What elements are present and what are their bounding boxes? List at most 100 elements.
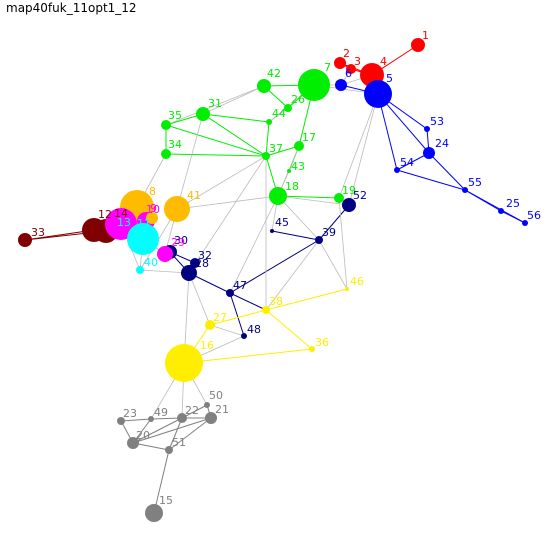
edge-31-41 (176, 113, 204, 210)
node-label-43: 43 (291, 160, 305, 173)
node-11[interactable] (127, 223, 159, 255)
node-36[interactable] (309, 346, 315, 352)
node-5[interactable] (364, 80, 392, 108)
node-26[interactable] (284, 104, 292, 112)
node-22[interactable] (177, 413, 187, 423)
edge-5-52 (348, 93, 379, 206)
node-label-40: 40 (144, 256, 158, 269)
node-label-33: 33 (31, 226, 45, 239)
node-label-21: 21 (215, 403, 229, 416)
node-label-28: 28 (195, 257, 209, 270)
node-label-22: 22 (185, 404, 199, 417)
edge-31-37 (202, 113, 267, 157)
node-label-11: 11 (137, 217, 151, 230)
edge-51-15 (153, 449, 170, 514)
node-56[interactable] (522, 220, 528, 226)
edge-47-48 (229, 292, 245, 337)
node-label-6: 6 (345, 67, 352, 80)
node-23[interactable] (117, 417, 125, 425)
node-label-18: 18 (285, 180, 299, 193)
node-label-13: 13 (117, 216, 131, 229)
node-label-26: 26 (291, 93, 305, 106)
node-15[interactable] (145, 504, 163, 522)
edge-20-22 (132, 417, 183, 444)
edge-18-52 (277, 195, 350, 206)
node-label-50: 50 (209, 389, 223, 402)
node-7[interactable] (298, 69, 330, 101)
edge-16-36 (183, 348, 313, 364)
node-55[interactable] (462, 187, 468, 193)
edge-5-19 (338, 93, 379, 199)
node-38[interactable] (262, 306, 270, 314)
edge-38-36 (265, 309, 313, 350)
node-54[interactable] (394, 167, 400, 173)
node-19[interactable] (334, 193, 344, 203)
node-label-27: 27 (213, 311, 227, 324)
node-21[interactable] (205, 412, 217, 424)
node-32[interactable] (190, 258, 200, 268)
node-47[interactable] (226, 289, 234, 297)
node-label-51: 51 (172, 436, 186, 449)
node-17[interactable] (294, 141, 304, 151)
node-53[interactable] (424, 126, 430, 132)
node-label-45: 45 (275, 216, 289, 229)
node-1[interactable] (411, 38, 425, 52)
node-40[interactable] (136, 266, 144, 274)
node-28[interactable] (181, 265, 197, 281)
edge-31-44 (202, 113, 270, 123)
node-20[interactable] (127, 437, 139, 449)
node-34[interactable] (161, 149, 171, 159)
node-39[interactable] (315, 236, 323, 244)
node-42[interactable] (257, 79, 271, 93)
edge-46-38 (265, 288, 348, 311)
node-label-37: 37 (269, 142, 283, 155)
node-37[interactable] (262, 152, 270, 160)
node-9[interactable] (146, 212, 158, 224)
node-3[interactable] (346, 64, 356, 74)
node-2[interactable] (334, 57, 346, 69)
node-18[interactable] (269, 187, 287, 205)
node-33[interactable] (18, 233, 32, 247)
node-35[interactable] (161, 120, 171, 130)
node-49[interactable] (148, 416, 154, 422)
node-label-15: 15 (159, 494, 173, 507)
edge-39-38 (265, 239, 320, 311)
node-43[interactable] (287, 169, 291, 173)
node-label-48: 48 (247, 323, 261, 336)
node-label-7: 7 (324, 61, 331, 74)
node-46[interactable] (345, 287, 349, 291)
edge-27-48 (209, 324, 245, 337)
node-24[interactable] (423, 147, 435, 159)
node-29[interactable] (157, 246, 173, 262)
edge-19-46 (338, 197, 348, 290)
node-label-25: 25 (506, 197, 520, 210)
node-label-55: 55 (468, 176, 482, 189)
node-44[interactable] (266, 119, 272, 125)
edge-34-37 (165, 153, 267, 157)
node-27[interactable] (205, 320, 215, 330)
node-label-42: 42 (267, 67, 281, 80)
node-label-10: 10 (146, 203, 160, 216)
node-label-38: 38 (269, 295, 283, 308)
edge-39-46 (318, 239, 348, 290)
node-48[interactable] (241, 333, 247, 339)
edge-49-22 (150, 417, 183, 420)
node-label-52: 52 (353, 189, 367, 202)
edge-21-20 (132, 417, 212, 444)
node-label-54: 54 (400, 156, 414, 169)
node-45[interactable] (270, 229, 274, 233)
node-41[interactable] (164, 196, 190, 222)
node-label-14: 14 (114, 207, 128, 220)
node-label-16: 16 (200, 339, 214, 352)
node-6[interactable] (335, 79, 347, 91)
node-16[interactable] (165, 344, 203, 382)
node-31[interactable] (196, 107, 210, 121)
node-label-20: 20 (136, 429, 150, 442)
node-51[interactable] (165, 446, 173, 454)
node-label-2: 2 (343, 47, 350, 60)
node-52[interactable] (342, 198, 356, 212)
node-label-17: 17 (302, 131, 316, 144)
node-50[interactable] (204, 402, 210, 408)
node-25[interactable] (498, 208, 504, 214)
